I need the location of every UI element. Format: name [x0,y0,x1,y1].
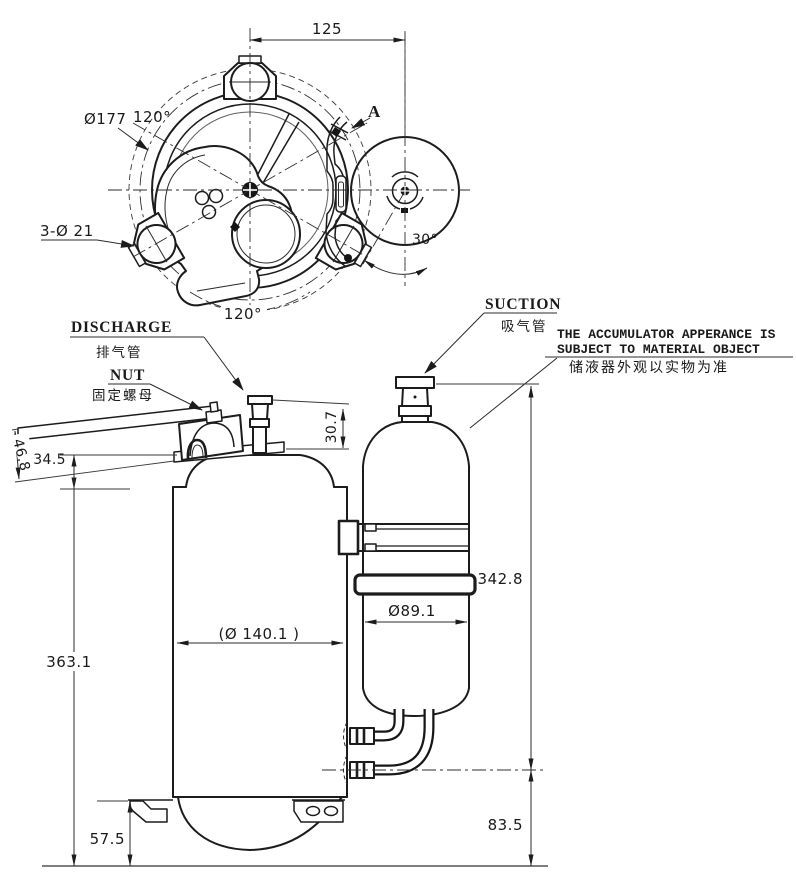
dim-accumulator-height: 342.8 [478,570,523,588]
mounting-foot-left [128,799,173,823]
discharge-tube [247,395,273,454]
annotations: 125 Ø177 120° 3-Ø 21 A 30° 120° DISCHARG… [9,20,776,848]
dim-foot-height: 57.5 [90,830,125,848]
suction-port [395,376,435,423]
suction-angle-arc [363,259,428,276]
mounting-lug [314,211,373,271]
accumulator-band [353,573,477,596]
dim-accumulator-dia: Ø89.1 [388,602,436,620]
accumulator-note-line2: SUBJECT TO MATERIAL OBJECT [557,342,760,357]
label-bolt-circle-dia: Ø177 [84,110,126,128]
label-suction-cn: 吸气管 [501,319,548,334]
dim-discharge-tube-height: 30.7 [324,411,340,444]
label-discharge: DISCHARGE [71,319,172,336]
label-lug-angle-top: 120° [133,108,171,126]
label-suction-angle: 30° [412,232,438,248]
label-nut: NUT [110,367,145,384]
shaft-center-mark [243,183,410,197]
label-discharge-cn: 排气管 [96,345,143,360]
accumulator-note-cn: 储液器外观以实物为准 [569,359,729,375]
dimension-lines [11,31,793,867]
mounting-foot-right [292,799,345,823]
accumulator-tank [337,376,477,717]
compressor-shell [172,454,348,851]
bottom-piping [322,709,546,785]
dim-pipe-height: 83.5 [488,816,523,834]
side-view [17,376,548,867]
accumulator-strap [325,116,352,267]
label-detail-a: A [368,102,381,121]
label-mount-holes: 3-Ø 21 [40,222,94,240]
centerlines [108,28,470,318]
dim-shell-height: 363.1 [46,653,91,671]
label-lug-angle-bottom: 120° [224,305,262,323]
label-nut-cn: 固定螺母 [92,388,154,403]
svg-text:46.8: 46.8 [9,437,32,473]
pump-housing [154,145,301,307]
label-suction: SUCTION [485,296,561,313]
dim-terminal-plate-height: 34.5 [33,452,66,468]
accumulator-note-line1: THE ACCUMULATOR APPERANCE IS [557,327,776,342]
accumulator-bracket [337,519,469,556]
dim-width-125: 125 [312,20,342,38]
dim-shell-dia: (Ø 140.1 ) [219,625,300,643]
dim-terminal-cover-height: 46.8 [9,431,38,477]
top-view [108,28,470,322]
